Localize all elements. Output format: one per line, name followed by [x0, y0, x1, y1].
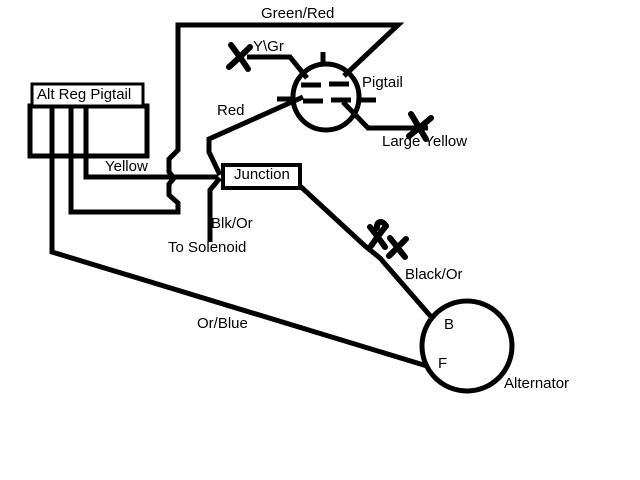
y-gr-wire: [247, 54, 309, 80]
junction-box: [221, 163, 302, 190]
label-pigtail: Pigtail: [362, 74, 403, 91]
splice-x-black-or-2-icon: [386, 235, 409, 260]
label-to-solenoid: To Solenoid: [168, 239, 247, 256]
red-wire: [206, 94, 305, 177]
label-red: Red: [217, 102, 245, 119]
alternator-circle: [419, 298, 515, 394]
blk-or-wire: [207, 176, 222, 242]
splice-x-black-or-1-icon: [367, 219, 389, 250]
label-black-or: Black/Or: [405, 266, 463, 283]
label-alternator: Alternator: [504, 375, 570, 392]
pigtail-connector-circle: [290, 61, 362, 133]
label-y-gr: Y\Gr: [253, 38, 284, 55]
or-blue-wire: [49, 106, 428, 369]
label-junction: Junction: [234, 166, 290, 183]
label-terminal-b: B: [444, 316, 455, 333]
label-yellow: Yellow: [105, 158, 148, 175]
label-alt-reg-pigtail: Alt Reg Pigtail: [37, 86, 132, 103]
yellow-wire: [83, 106, 218, 180]
splice-x-ygr-icon: [226, 42, 253, 72]
large-yellow-wire: [341, 100, 428, 131]
label-blk-or: Blk/Or: [211, 215, 253, 232]
label-green-red: Green/Red: [261, 5, 335, 22]
label-or-blue: Or/Blue: [197, 315, 248, 332]
splice-x-large-yellow-icon: [406, 111, 434, 142]
label-large-yellow: Large Yellow: [382, 133, 468, 150]
label-terminal-f: F: [438, 355, 448, 372]
black-or-wire: [298, 184, 435, 321]
